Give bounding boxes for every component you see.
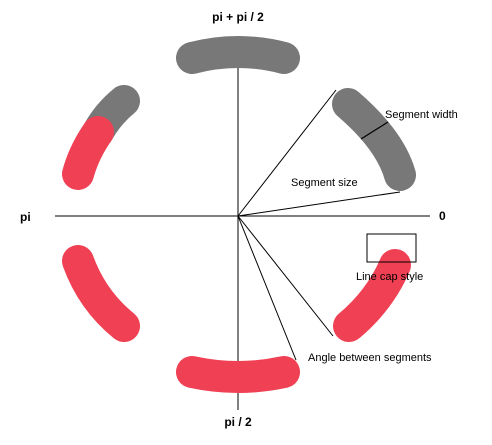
segment-size-line-1 bbox=[237, 89, 337, 217]
angle-line-1 bbox=[237, 215, 334, 337]
segment-bottom bbox=[176, 356, 300, 393]
angle-line-2 bbox=[237, 215, 297, 361]
annotation-angle-between-segments: Angle between segments bbox=[308, 352, 432, 364]
segment-bottom-left bbox=[62, 245, 140, 342]
axis-label-left: pi bbox=[20, 210, 31, 224]
annotation-segment-size: Segment size bbox=[291, 177, 358, 189]
segment-bottom-right bbox=[333, 249, 411, 342]
axis-label-bottom: pi / 2 bbox=[224, 415, 252, 429]
annotation-line-cap-style: Line cap style bbox=[356, 271, 423, 283]
segment-width-marker bbox=[360, 121, 389, 140]
segment-size-line-2 bbox=[237, 191, 401, 217]
ring-segments bbox=[62, 36, 416, 393]
line-cap-box bbox=[366, 233, 417, 263]
annotation-segment-width: Segment width bbox=[385, 109, 458, 121]
segment-top-right bbox=[332, 88, 416, 191]
segment-top bbox=[176, 36, 300, 74]
axis-label-top: pi + pi / 2 bbox=[212, 10, 264, 24]
segment-top-left-filled bbox=[62, 116, 114, 190]
axis-label-right: 0 bbox=[439, 209, 446, 223]
